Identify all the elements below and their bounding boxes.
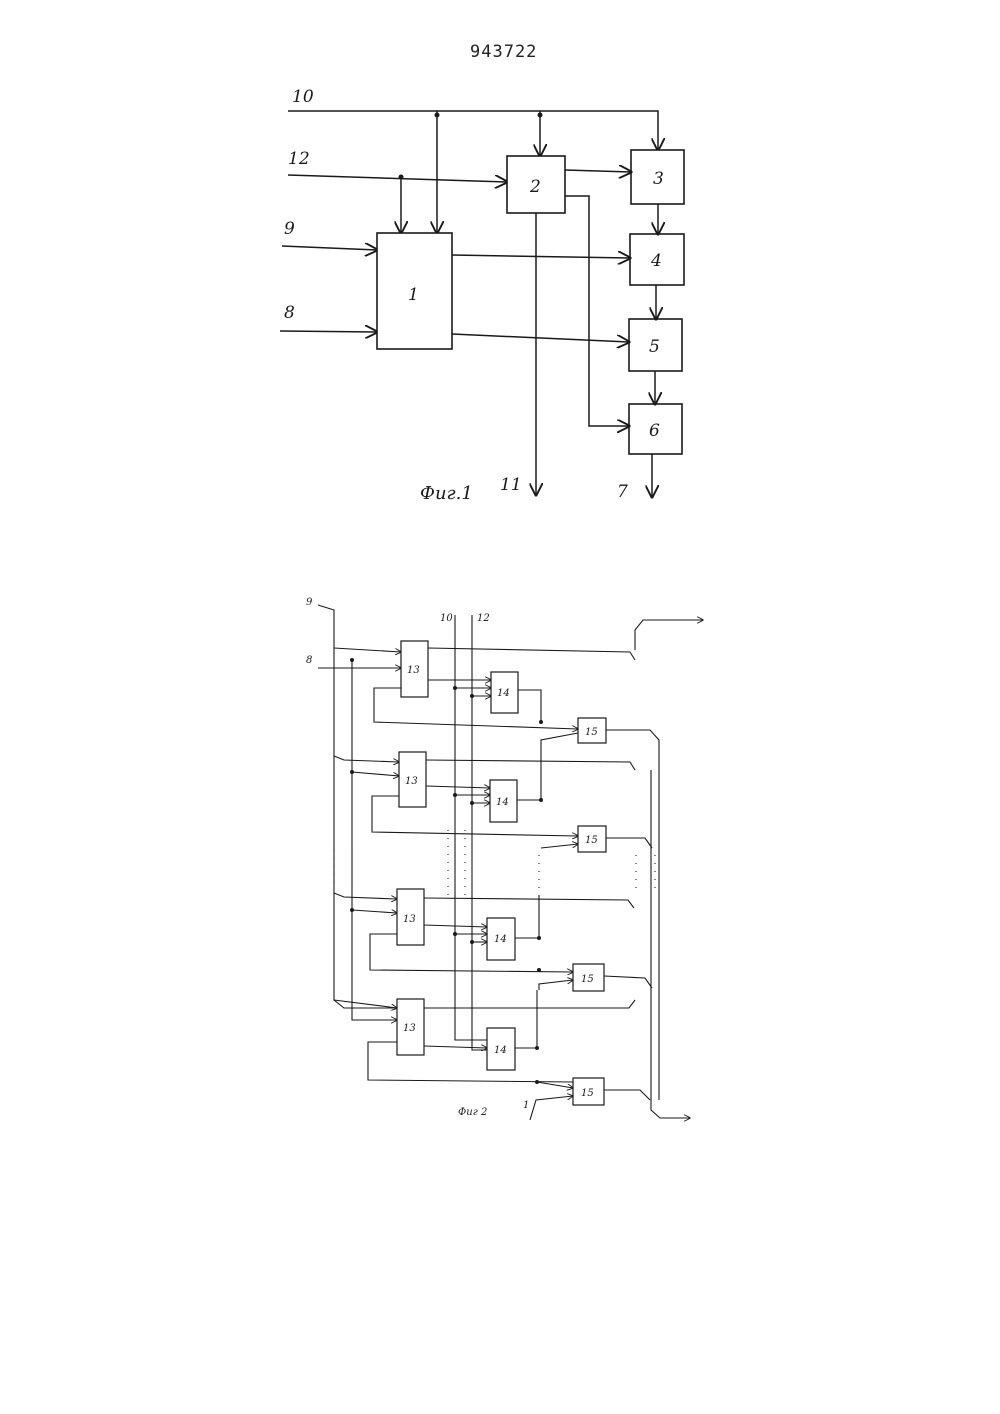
line-output-bottom	[651, 770, 690, 1118]
line-output-top	[635, 620, 703, 650]
line	[515, 990, 537, 1048]
signal-label-9: 9	[306, 597, 313, 608]
continuation-dots	[334, 830, 655, 895]
line	[428, 648, 635, 660]
junction	[538, 113, 543, 118]
line	[606, 838, 652, 848]
bus-10	[455, 615, 487, 1040]
line	[352, 772, 399, 776]
block-13-label: 13	[403, 914, 416, 925]
line	[541, 844, 578, 848]
block-2-label: 2	[529, 177, 541, 197]
line	[604, 1090, 650, 1100]
stage-4: 13 14 15 1	[334, 990, 650, 1120]
junction	[535, 1080, 539, 1084]
signal-label-11: 11	[500, 475, 522, 495]
junction	[470, 801, 474, 805]
line-signal-1	[530, 1096, 573, 1120]
block-13-label: 13	[407, 665, 420, 676]
line	[334, 756, 399, 762]
block-4-label: 4	[650, 251, 662, 271]
signal-label-8: 8	[284, 303, 295, 323]
junction	[350, 908, 354, 912]
junction	[453, 686, 457, 690]
junction	[539, 720, 543, 724]
block-15-label: 15	[581, 974, 594, 985]
line-signal-9	[318, 605, 635, 1008]
block-14-label: 14	[497, 688, 510, 699]
signal-label-7: 7	[617, 482, 628, 502]
line	[539, 980, 573, 990]
block-3-label: 3	[653, 169, 664, 189]
line-signal-8	[280, 331, 377, 332]
junction	[453, 793, 457, 797]
junction	[435, 113, 440, 118]
line-signal-10	[288, 111, 658, 150]
block-14-label: 14	[496, 797, 509, 808]
junction	[470, 694, 474, 698]
bus-label-10: 10	[440, 613, 453, 624]
junction	[539, 798, 543, 802]
block-13-label: 13	[403, 1023, 416, 1034]
line	[518, 690, 541, 722]
block-14-label: 14	[494, 1045, 507, 1056]
junction	[537, 968, 541, 972]
block-13-label: 13	[405, 776, 418, 787]
junction	[453, 932, 457, 936]
junction	[350, 770, 354, 774]
signal-label-10: 10	[292, 87, 314, 107]
block-1-label: 1	[408, 285, 419, 305]
junction	[470, 940, 474, 944]
block-15-label: 15	[585, 727, 598, 738]
line-block-1-to-5	[452, 334, 629, 342]
signal-label-12: 12	[288, 149, 310, 169]
line-block-2-to-6	[565, 196, 629, 426]
line	[334, 1000, 397, 1008]
signal-label-1: 1	[523, 1100, 529, 1111]
stage-2: 13 14 15	[334, 733, 652, 852]
signal-label-8: 8	[306, 655, 312, 666]
figure-2: 10 12 9 8 13 14	[306, 597, 703, 1120]
line	[334, 893, 397, 899]
stage-3: 13 14 15	[334, 889, 652, 991]
figure-1-caption: Фиг.1	[420, 483, 473, 504]
figure-2-caption: Фиг 2	[458, 1107, 487, 1118]
block-14-label: 14	[494, 934, 507, 945]
junction	[537, 936, 541, 940]
line	[424, 1046, 487, 1048]
line	[426, 760, 635, 770]
figure-1: 1 2 3 4 5 6 10 12 9	[280, 87, 684, 504]
line-block-1-to-4	[452, 255, 630, 258]
block-15-label: 15	[585, 835, 598, 846]
block-5-label: 5	[649, 337, 660, 357]
block-6-label: 6	[649, 421, 660, 441]
bus-label-12: 12	[477, 613, 490, 624]
block-15-label: 15	[581, 1088, 594, 1099]
line	[334, 648, 401, 652]
signal-label-9: 9	[284, 219, 295, 239]
line	[537, 1082, 573, 1088]
line-block-2-to-3	[565, 170, 631, 172]
line-signal-9	[282, 246, 377, 250]
line	[515, 895, 539, 938]
line	[604, 976, 652, 988]
line	[517, 733, 578, 800]
line-signal-12	[288, 175, 507, 182]
junction	[399, 175, 404, 180]
junction	[535, 1046, 539, 1050]
line	[426, 786, 490, 788]
junction	[350, 658, 354, 662]
line	[352, 910, 397, 913]
